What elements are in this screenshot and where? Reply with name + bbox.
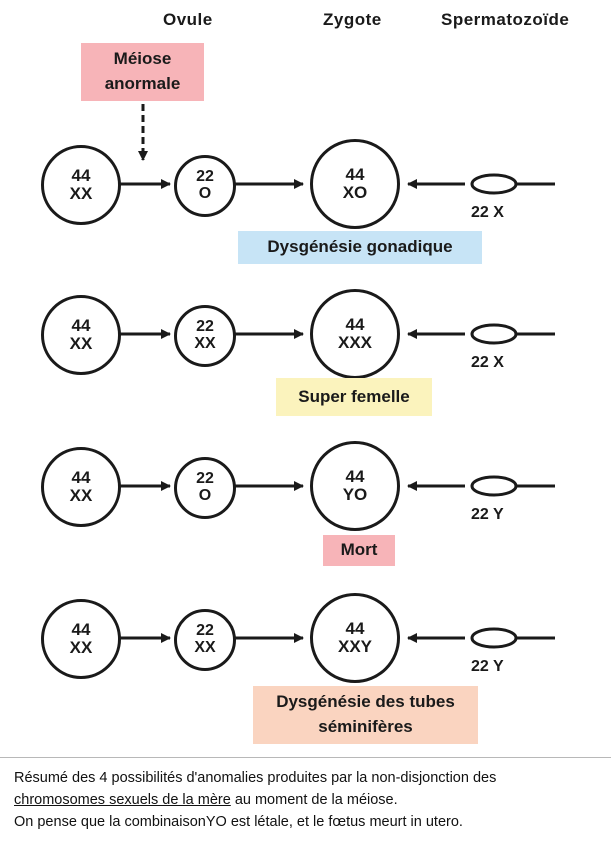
sperm-2 — [470, 323, 555, 345]
outcome-3: Mort — [323, 535, 395, 566]
sperm-label-2: 22 X — [471, 354, 504, 371]
sperm-4 — [470, 627, 555, 649]
outcome-3-text: Mort — [340, 540, 378, 560]
header-ovule: Ovule — [163, 10, 213, 29]
caption-line2: chromosomes sexuels de la mère au moment… — [14, 789, 398, 811]
caption-line1: Résumé des 4 possibilités d'anomalies pr… — [14, 770, 497, 786]
outcome-4-text-line2: séminifères — [318, 717, 413, 736]
diagram-arrows — [120, 104, 555, 649]
sperm-label-1: 22 X — [471, 204, 504, 221]
sperm-3 — [470, 475, 555, 497]
sperm-label-3: 22 Y — [471, 506, 504, 523]
outcome-4-text-line1: Dysgénésie des tubes — [276, 692, 455, 712]
sperm-1 — [470, 173, 555, 195]
outcome-1: Dysgénésie gonadique — [238, 231, 482, 264]
sperm-label-4: 22 Y — [471, 658, 504, 675]
caption-divider — [0, 757, 611, 758]
meiosis-label-line2: anormale — [104, 74, 181, 93]
outcome-1-text: Dysgénésie gonadique — [267, 237, 453, 257]
header-zygote: Zygote — [323, 10, 382, 29]
outcome-2-text: Super femelle — [298, 386, 410, 406]
meiosis-label-line1: Méiose — [113, 49, 172, 69]
outcome-4: Dysgénésie des tubes séminifères — [253, 686, 478, 744]
outcome-2: Super femelle — [276, 378, 432, 416]
caption-underlined: chromosomes sexuels de la mère — [14, 792, 231, 808]
caption-line2-rest: au moment de la méiose. — [230, 792, 398, 808]
meiosis-box: Méiose anormale — [81, 43, 204, 101]
header-sperm: Spermatozoïde — [441, 10, 570, 29]
caption-line3: On pense que la combinaisonYO est létale… — [14, 814, 463, 830]
